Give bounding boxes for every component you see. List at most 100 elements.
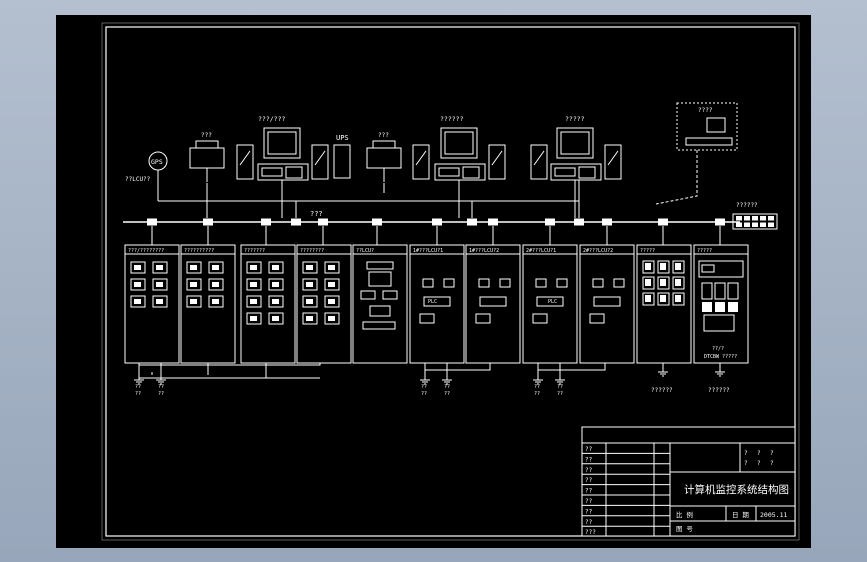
io-module-led: [272, 316, 279, 321]
keyboard-keys: [554, 167, 576, 177]
plc-box: [479, 296, 507, 307]
switch-port: [768, 222, 774, 227]
speaker: [488, 144, 506, 180]
relay-module: [672, 260, 685, 274]
title-block-frame: [581, 426, 796, 537]
io-module: [302, 312, 318, 325]
speaker: [530, 144, 548, 180]
switch-port: [760, 216, 766, 221]
station-label: ???/???: [258, 115, 285, 123]
io-module: [302, 261, 318, 274]
io-module: [130, 295, 146, 308]
io-module-led: [250, 299, 257, 304]
cabinet: 2#???LCU?2: [579, 226, 635, 364]
io-module-led: [306, 299, 313, 304]
earth-trunk: [139, 363, 320, 379]
io-module: [246, 295, 262, 308]
io-module-led: [272, 282, 279, 287]
tb-row-label: ???: [585, 529, 596, 536]
comm-module: [613, 278, 625, 288]
io-module-led: [250, 282, 257, 287]
relay-led: [645, 263, 651, 270]
bus-node: [261, 218, 271, 226]
printer-tray: [372, 140, 396, 149]
relay-led: [660, 263, 666, 270]
io-module: [208, 295, 224, 308]
bus-nodes: [147, 218, 725, 226]
io-module-led: [306, 316, 313, 321]
cabinet-frame: [296, 244, 352, 364]
io-module: [268, 312, 284, 325]
cab10-bottom-label: ??????: [651, 387, 673, 394]
io-module-led: [328, 282, 335, 287]
io-box: [475, 313, 491, 324]
tb-row-label: ??: [585, 519, 593, 526]
cabinet: 1#???LCU?2: [465, 226, 521, 364]
earth-label: ??: [158, 391, 164, 397]
battery-box: [703, 314, 735, 332]
bus-node: [432, 218, 442, 226]
io-module-led: [306, 282, 313, 287]
switch-port: [744, 216, 750, 221]
bus-node: [467, 218, 477, 226]
keyboard: [550, 163, 602, 181]
drawing-no-label: 图 号: [676, 525, 693, 533]
cabinet-title: ????????: [300, 248, 324, 254]
gps-label: GPS: [151, 158, 163, 166]
tb-row-label: ??: [585, 467, 593, 474]
tb-grade-cell: ?: [744, 460, 748, 467]
relay-led: [660, 295, 666, 302]
io-module-led: [156, 282, 163, 287]
cabinet-title: 1#???LCU?2: [469, 248, 499, 254]
earth-label: ??: [135, 391, 141, 397]
monitor: [263, 127, 301, 159]
plc-main-label: PLC: [428, 299, 437, 305]
cabinet-title: ???????: [244, 248, 265, 254]
printer-label: ???: [378, 132, 389, 139]
drawing-title: 计算机监控系统结构图: [684, 483, 789, 496]
cabinet: 1#???LCU?1: [409, 226, 465, 364]
switch-label: ??????: [736, 202, 758, 209]
bus-node: [203, 218, 213, 226]
keyboard-keys: [261, 167, 283, 177]
relay-module: [657, 292, 670, 306]
cabinet-title: ???/????????: [128, 248, 164, 254]
earth-label: ??: [135, 384, 141, 390]
comm-module: [422, 278, 434, 288]
cabinet: ??????????: [180, 226, 236, 364]
io-module: [268, 295, 284, 308]
io-module-led: [212, 299, 219, 304]
cab11-caption-a: ??/?: [712, 346, 724, 352]
cabinet: ?????: [636, 226, 692, 364]
station-label: ??????: [440, 115, 464, 123]
switch-port: [744, 222, 750, 227]
remote-link: [655, 150, 698, 205]
io-module-led: [328, 299, 335, 304]
cabinet: ??LCU?: [352, 226, 408, 364]
switch-port: [752, 222, 758, 227]
cabinet-title: 1#???LCU?1: [413, 248, 443, 254]
speaker: [236, 144, 254, 180]
keyboard-keys: [438, 167, 460, 177]
io-module: [152, 278, 168, 291]
speaker: [311, 144, 329, 180]
tb-row-label: ??: [585, 477, 593, 484]
monitor: [440, 127, 478, 159]
io-module-led: [134, 299, 141, 304]
monitor-screen: [267, 131, 297, 155]
io-box: [532, 313, 548, 324]
bus-node: [291, 218, 301, 226]
io-module: [268, 278, 284, 291]
cabinet-frame: [240, 244, 296, 364]
bus-node: [488, 218, 498, 226]
earth-label: ??: [557, 384, 563, 390]
io-module-led: [156, 299, 163, 304]
keyboard: [434, 163, 486, 181]
plc-rack: [366, 261, 394, 270]
io-module: [246, 312, 262, 325]
io-module: [130, 278, 146, 291]
bus-label: ???: [310, 210, 323, 218]
tb-row-label: ??: [585, 456, 593, 463]
plc-box: [423, 296, 451, 307]
comm-module: [592, 278, 604, 288]
